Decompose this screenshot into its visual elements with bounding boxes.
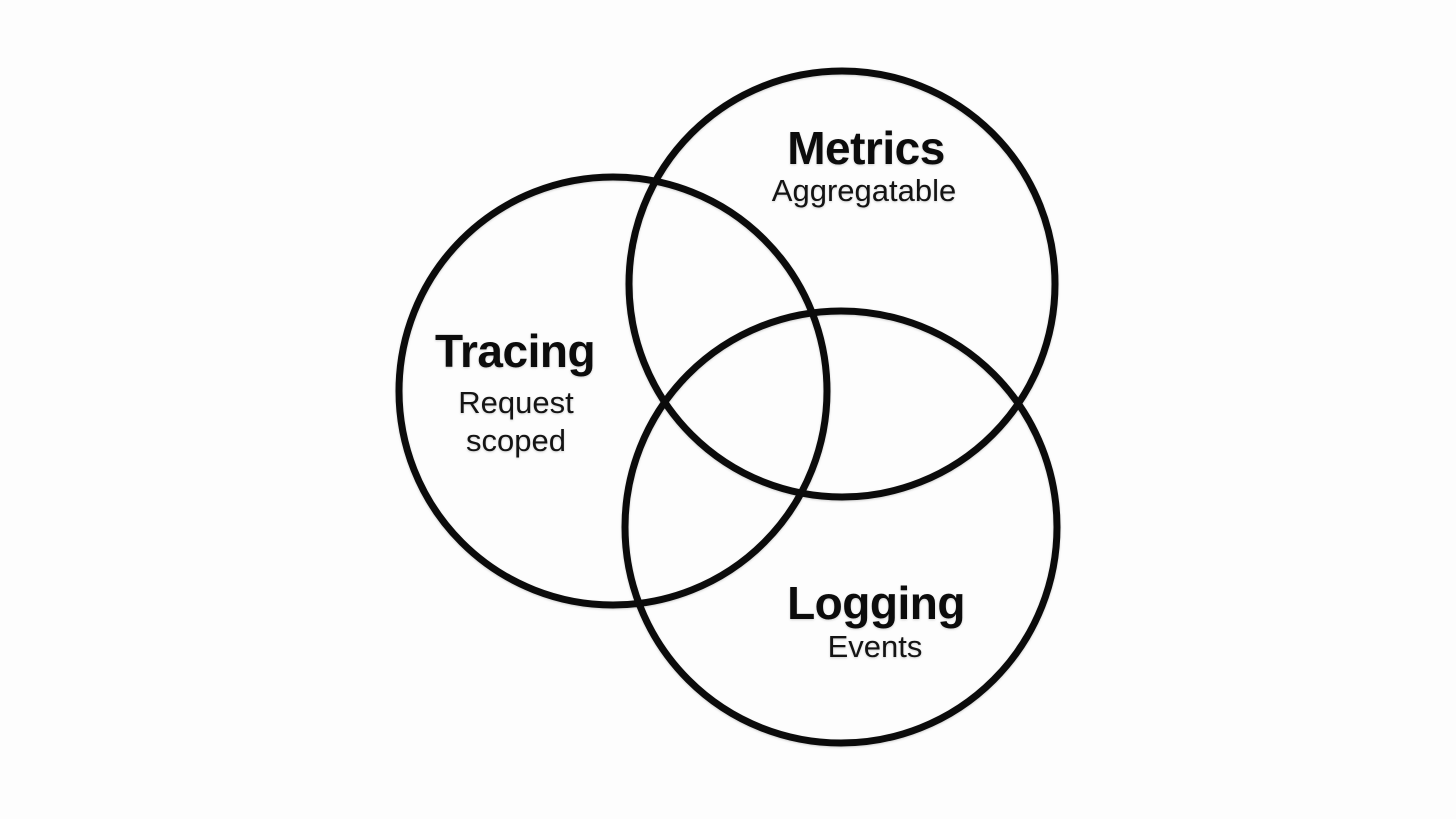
logging-circle (621, 307, 1061, 747)
tracing-sublabel-line-1: Request (458, 385, 574, 420)
logging-label: Logging (787, 577, 965, 629)
metrics-sublabel: Aggregatable (772, 173, 956, 208)
tracing-label: Tracing (435, 325, 595, 377)
tracing-circle (395, 173, 831, 609)
metrics-circle (625, 67, 1059, 501)
logging-sublabel: Events (828, 629, 923, 664)
metrics-label: Metrics (787, 122, 945, 174)
tracing-sublabel-line-2: scoped (466, 423, 566, 458)
